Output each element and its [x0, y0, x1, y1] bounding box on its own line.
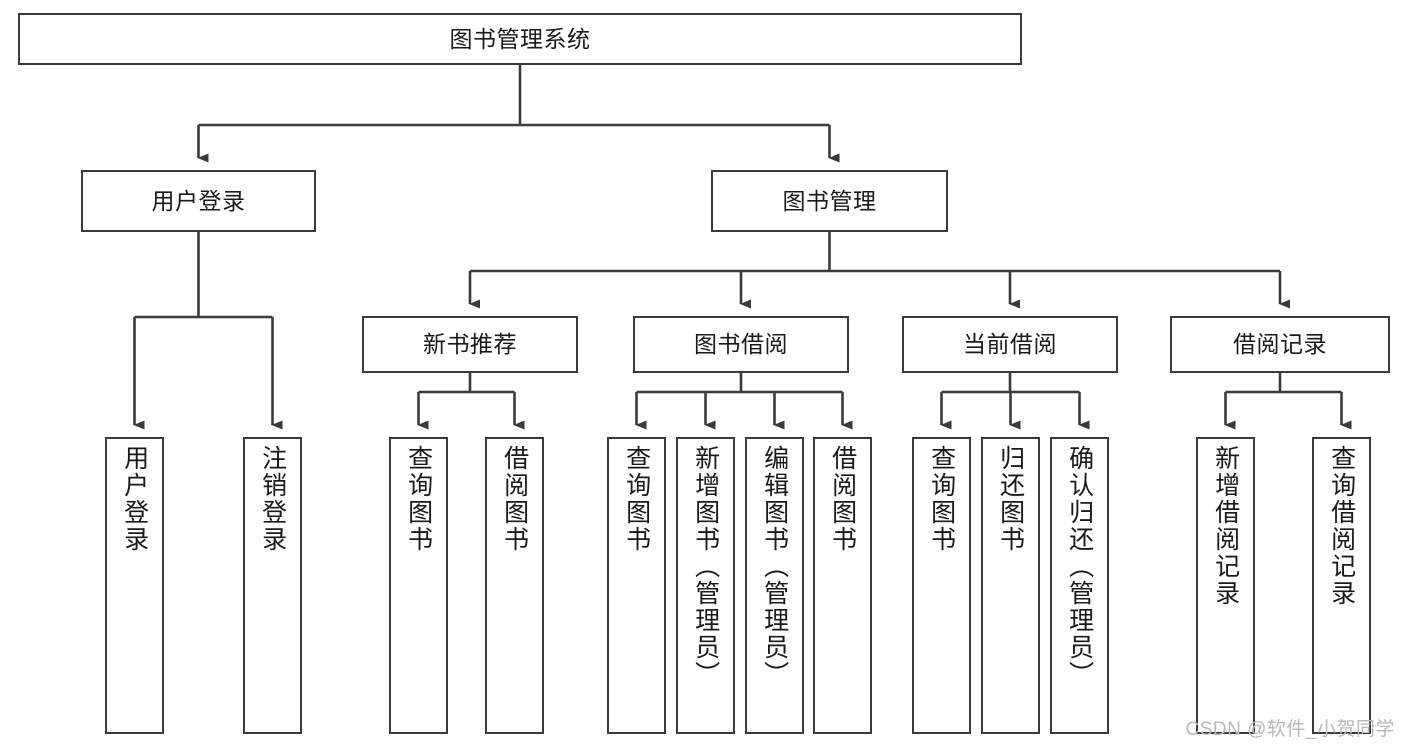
node-book-manage[interactable]: 图书管理: [711, 170, 948, 232]
node-label: 查询图书: [622, 445, 651, 553]
node-book-borrow[interactable]: 图书借阅: [633, 316, 849, 373]
node-label: 用户登录: [120, 445, 149, 553]
node-label: 归还图书: [996, 445, 1025, 553]
node-leaf-add-book[interactable]: 新增图书（管理员）: [676, 437, 735, 734]
node-leaf-query-record[interactable]: 查询借阅记录: [1312, 437, 1371, 734]
node-label: 新书推荐: [423, 331, 517, 358]
node-label: 新增图书（管理员）: [691, 445, 720, 688]
node-label: 查询图书: [404, 445, 433, 553]
node-leaf-confirm-return[interactable]: 确认归还（管理员）: [1050, 437, 1109, 734]
node-leaf-user-logout[interactable]: 注销登录: [243, 437, 302, 734]
node-label: 确认归还（管理员）: [1065, 445, 1094, 688]
node-current-borrow[interactable]: 当前借阅: [902, 316, 1118, 373]
node-leaf-query-book-rec[interactable]: 查询图书: [389, 437, 448, 734]
node-label: 用户登录: [151, 187, 246, 214]
node-leaf-query-book-cur[interactable]: 查询图书: [912, 437, 971, 734]
node-label: 查询借阅记录: [1327, 445, 1356, 607]
node-label: 图书管理系统: [449, 25, 591, 52]
node-leaf-borrow-book-rec[interactable]: 借阅图书: [485, 437, 544, 734]
node-leaf-query-book-borrow[interactable]: 查询图书: [607, 437, 666, 734]
node-label: 借阅记录: [1233, 331, 1327, 358]
node-label: 新增借阅记录: [1211, 445, 1240, 607]
node-label: 图书借阅: [694, 331, 788, 358]
node-label: 借阅图书: [828, 445, 857, 553]
watermark-text: CSDN @软件_小贺同学: [1185, 719, 1395, 740]
node-user-login[interactable]: 用户登录: [81, 170, 316, 232]
node-label: 查询图书: [927, 445, 956, 553]
node-leaf-borrow-book[interactable]: 借阅图书: [813, 437, 872, 734]
node-leaf-edit-book[interactable]: 编辑图书（管理员）: [745, 437, 804, 734]
node-label: 当前借阅: [963, 331, 1057, 358]
node-leaf-add-record[interactable]: 新增借阅记录: [1196, 437, 1255, 734]
node-label: 编辑图书（管理员）: [760, 445, 789, 688]
node-leaf-user-login[interactable]: 用户登录: [105, 437, 164, 734]
node-label: 注销登录: [258, 445, 287, 553]
node-label: 借阅图书: [500, 445, 529, 553]
node-root[interactable]: 图书管理系统: [18, 13, 1022, 65]
node-leaf-return-book[interactable]: 归还图书: [981, 437, 1040, 734]
node-label: 图书管理: [782, 187, 877, 214]
node-new-book-recommend[interactable]: 新书推荐: [362, 316, 578, 373]
node-borrow-record[interactable]: 借阅记录: [1170, 316, 1390, 373]
